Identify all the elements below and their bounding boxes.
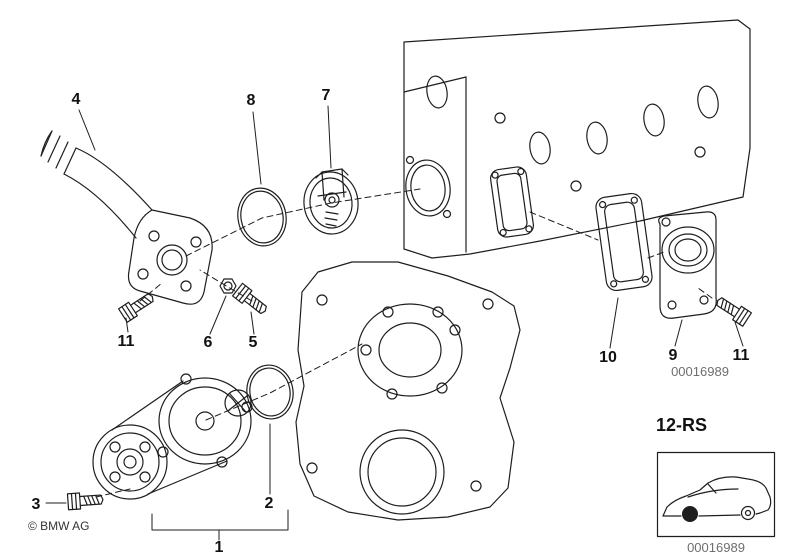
water-pump xyxy=(92,373,253,500)
water-flange-9 xyxy=(658,211,717,319)
callout-8: 8 xyxy=(247,92,256,109)
drawing-number-top: 00016989 xyxy=(671,364,729,379)
bolt-11-right xyxy=(716,297,753,327)
callout-10: 10 xyxy=(599,349,617,366)
callout-2: 2 xyxy=(265,495,274,512)
callout-7: 7 xyxy=(322,87,331,104)
car-side-icon xyxy=(662,476,772,522)
o-ring-2 xyxy=(246,364,294,420)
section-code-label: 12-RS xyxy=(656,415,707,435)
callout-6: 6 xyxy=(204,334,213,351)
copyright-notice: © BMW AG xyxy=(28,519,90,533)
callout-11-left: 11 xyxy=(118,333,135,350)
callout-9: 9 xyxy=(669,347,678,364)
o-ring-8 xyxy=(237,187,287,247)
thermostat-housing xyxy=(40,130,213,305)
callout-4: 4 xyxy=(72,91,81,108)
timing-cover xyxy=(295,261,521,521)
labels-layer: 4 8 7 11 6 5 10 9 11 3 2 1 12-RS 0001698… xyxy=(28,87,750,556)
bolt-11-left xyxy=(117,293,154,323)
callout-1: 1 xyxy=(215,539,224,556)
bolt-3 xyxy=(66,492,104,511)
callout-5: 5 xyxy=(249,334,258,351)
thumbnail-box xyxy=(656,451,776,538)
callout-leader-lines xyxy=(45,105,744,541)
drawing-number-bottom: 00016989 xyxy=(687,540,745,555)
callout-11-right: 11 xyxy=(733,347,750,364)
bolt-5 xyxy=(232,282,267,315)
washer xyxy=(219,278,237,294)
gasket-10 xyxy=(595,192,653,292)
callout-3: 3 xyxy=(32,496,41,513)
engine-block xyxy=(403,19,751,259)
thermostat xyxy=(303,168,359,235)
